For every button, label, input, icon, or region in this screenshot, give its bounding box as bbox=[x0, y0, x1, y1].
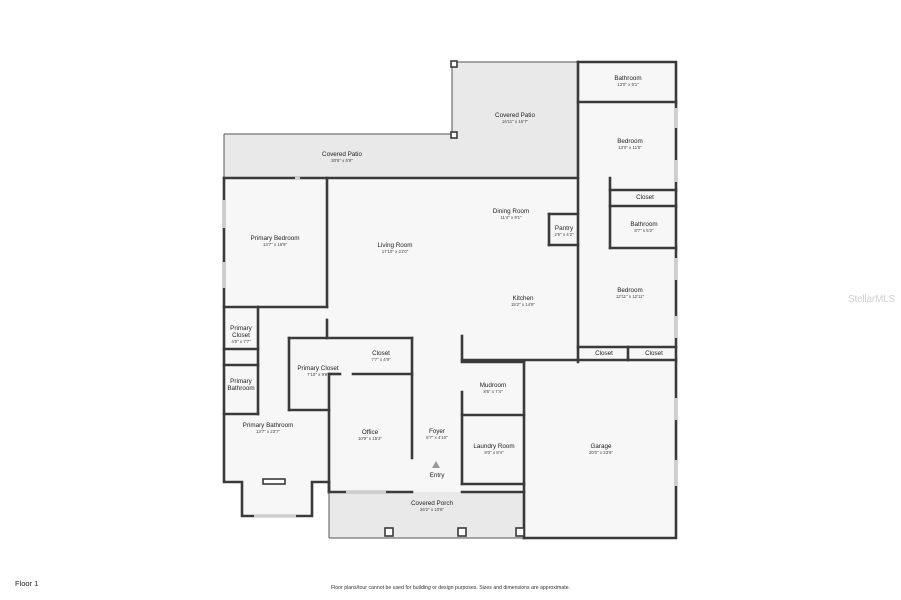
post bbox=[457, 527, 467, 537]
interior-floors bbox=[222, 62, 676, 538]
disclaimer: Floor plans/tour cannot be used for buil… bbox=[330, 585, 571, 591]
dining-room-label: Dining Room bbox=[493, 208, 529, 215]
primary-bathroom-label: Primary Bathroom bbox=[243, 422, 294, 429]
bathroom-top-dim: 13'0" x 5'1" bbox=[617, 82, 639, 87]
outer-wall-right bbox=[522, 60, 678, 540]
living-room-dim: 17'10" x 21'0" bbox=[382, 249, 409, 254]
covered-porch-dim: 26'2" x 10'8" bbox=[420, 507, 445, 512]
covered-patio-right-area bbox=[452, 62, 578, 178]
bedroom-top-dim: 13'0" x 11'5" bbox=[618, 145, 642, 150]
laundry-room-label: Laundry Room bbox=[473, 443, 514, 450]
primary-closet-small-label-1: Primary bbox=[230, 325, 253, 332]
covered-patio-left-label: Covered Patio bbox=[322, 151, 362, 158]
post bbox=[450, 131, 458, 139]
closet-center-label: Closet bbox=[372, 350, 390, 357]
covered-porch-label: Covered Porch bbox=[411, 500, 453, 507]
covered-patio-left-dim: 30'6" x 5'9" bbox=[331, 158, 353, 163]
primary-bathroom-dim: 13'7" x 23'7" bbox=[256, 429, 281, 434]
closet-bottom-right-label: Closet bbox=[645, 350, 663, 357]
office-label: Office bbox=[362, 429, 379, 436]
living-room-label: Living Room bbox=[378, 242, 413, 249]
primary-closet-small-label-2: Closet bbox=[232, 332, 250, 339]
pantry-dim: 2'5" x 4'2" bbox=[554, 232, 574, 237]
entry-arrow-icon bbox=[432, 461, 440, 468]
bedroom-mid-dim: 12'11" x 12'11" bbox=[616, 294, 645, 299]
foyer-dim: 6'7" x 4'10" bbox=[426, 435, 448, 440]
bedroom-mid-label: Bedroom bbox=[617, 287, 643, 294]
covered-porch-area bbox=[329, 492, 524, 538]
covered-patio-right-dim: 16'11" x 15'7" bbox=[502, 119, 529, 124]
closet-bottom-left-label: Closet bbox=[595, 350, 613, 357]
garage-dim: 20'0" x 23'6" bbox=[589, 450, 614, 455]
primary-bathroom-small-label-1: Primary bbox=[230, 378, 253, 385]
house-floor bbox=[222, 62, 676, 538]
kitchen-dim: 15'2" x 14'9" bbox=[511, 302, 536, 307]
primary-closet-large-label: Primary Closet bbox=[297, 365, 339, 372]
closet-right-top-label: Closet bbox=[636, 194, 654, 201]
mudroom-label: Mudroom bbox=[480, 382, 507, 389]
interior-walls bbox=[222, 60, 678, 486]
mudroom-dim: 8'6" x 7'4" bbox=[483, 389, 503, 394]
watermark: StellarMLS bbox=[848, 294, 895, 305]
primary-bedroom-label: Primary Bedroom bbox=[251, 235, 300, 242]
floor-title: Floor 1 bbox=[15, 579, 39, 588]
primary-closet-large-dim: 7'10" x 9'9" bbox=[307, 372, 329, 377]
post bbox=[450, 60, 458, 68]
closet-center-dim: 7'7" x 4'9" bbox=[371, 357, 391, 362]
bathroom-top-label: Bathroom bbox=[614, 75, 641, 82]
primary-bedroom-dim: 13'7" x 16'9" bbox=[263, 242, 288, 247]
post bbox=[384, 527, 394, 537]
office-dim: 10'9" x 15'2" bbox=[358, 436, 383, 441]
windows bbox=[222, 108, 678, 518]
bathroom-mid-dim: 8'7" x 5'2" bbox=[634, 228, 654, 233]
entry-label: Entry bbox=[430, 472, 446, 479]
room-labels: Bathroom 13'0" x 5'1" Covered Patio 16'1… bbox=[227, 75, 663, 512]
covered-patio-right-label: Covered Patio bbox=[495, 112, 535, 119]
pantry-label: Pantry bbox=[555, 225, 574, 232]
foyer-label: Foyer bbox=[429, 428, 445, 435]
bathroom-mid-label: Bathroom bbox=[630, 221, 657, 228]
bedroom-top-label: Bedroom bbox=[617, 138, 643, 145]
post bbox=[515, 527, 525, 537]
posts bbox=[262, 60, 525, 537]
primary-closet-small-dim: 4'5" x 7'7" bbox=[231, 339, 251, 344]
garage-label: Garage bbox=[590, 443, 612, 450]
dining-room-dim: 11'4" x 9'1" bbox=[500, 215, 522, 220]
laundry-room-dim: 8'0" x 8'4" bbox=[484, 450, 504, 455]
outdoor-areas bbox=[224, 62, 578, 538]
bathtub bbox=[262, 478, 286, 485]
covered-patio-left-area bbox=[224, 134, 452, 178]
primary-bathroom-small-label-2: Bathroom bbox=[227, 385, 254, 392]
kitchen-label: Kitchen bbox=[512, 295, 534, 302]
